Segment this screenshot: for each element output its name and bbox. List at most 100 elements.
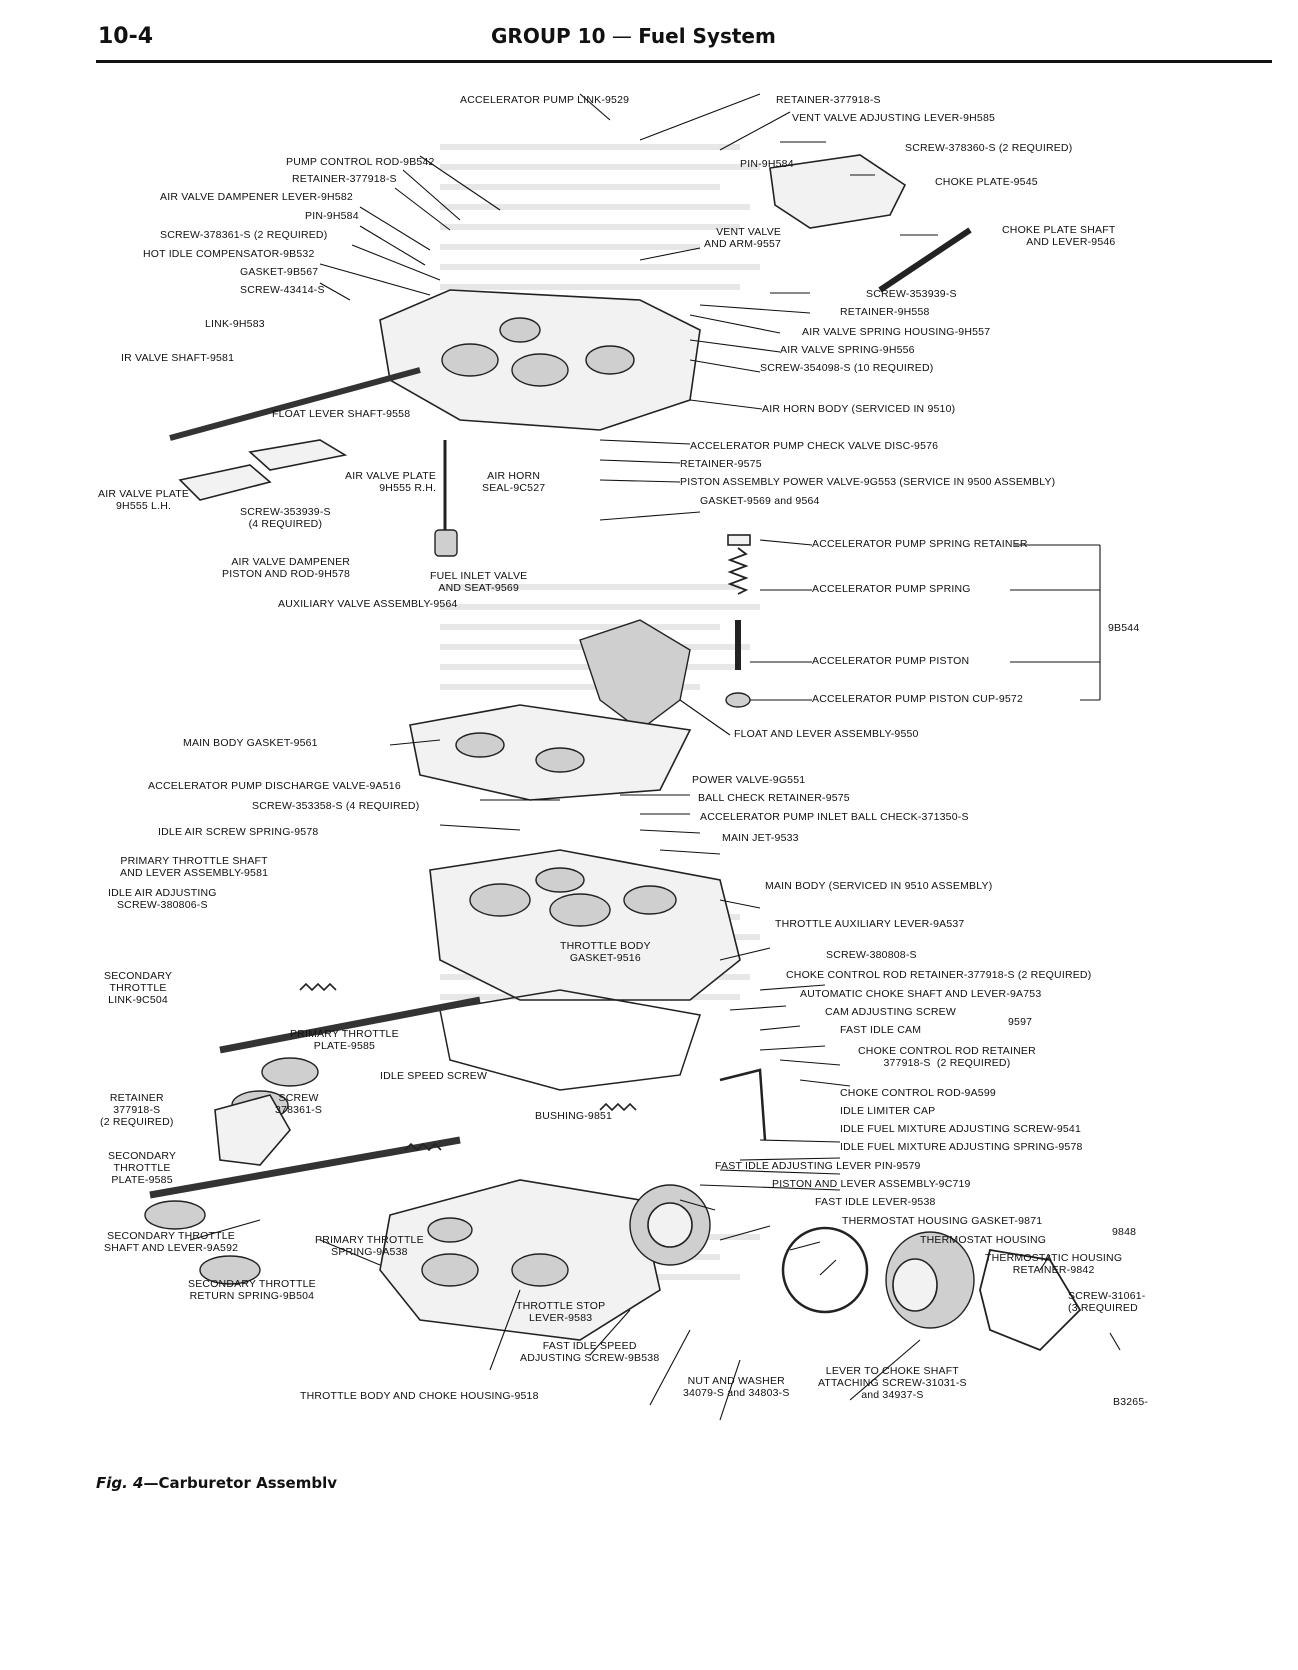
label-idle-fuel-mixture-screw: IDLE FUEL MIXTURE ADJUSTING SCREW-9541	[840, 1123, 1081, 1135]
accel-pump-spring-part	[727, 547, 749, 595]
label-accel-pump-discharge-valve: ACCELERATOR PUMP DISCHARGE VALVE-9A516	[148, 780, 401, 792]
thermostat-gasket-part	[781, 1226, 869, 1314]
label-secondary-throttle-plate: SECONDARY THROTTLE PLATE-9585	[108, 1150, 177, 1187]
label-fast-idle-adjusting-lever-pin: FAST IDLE ADJUSTING LEVER PIN-9579	[715, 1160, 921, 1172]
label-bushing: BUSHING-9851	[535, 1110, 613, 1122]
primary-throttle-plate-part	[261, 1057, 319, 1087]
label-throttle-body-choke-housing: THROTTLE BODY AND CHOKE HOUSING-9518	[300, 1390, 539, 1402]
label-pin-mid: PIN-9H584	[740, 158, 794, 170]
label-air-valve-dampener-piston: AIR VALVE DAMPENER PISTON AND ROD-9H578	[222, 556, 351, 581]
label-idle-air-screw-spring: IDLE AIR SCREW SPRING-9578	[158, 826, 319, 838]
label-air-horn-seal: AIR HORN SEAL-9C527	[482, 470, 546, 495]
label-lever-to-choke-shaft-screw: LEVER TO CHOKE SHAFT ATTACHING SCREW-310…	[818, 1365, 967, 1402]
throttle-body-part	[379, 1179, 661, 1341]
label-accel-pump-inlet-ball-check: ACCELERATOR PUMP INLET BALL CHECK-371350…	[700, 811, 969, 823]
label-piston-and-lever: PISTON AND LEVER ASSEMBLY-9C719	[772, 1178, 971, 1190]
group-label: GROUP 10	[491, 24, 606, 48]
label-choke-plate-shaft: CHOKE PLATE SHAFT AND LEVER-9546	[1002, 224, 1116, 249]
label-power-valve: POWER VALVE-9G551	[692, 774, 806, 786]
dampener-piston	[434, 529, 458, 557]
thermostat-housing-face	[892, 1258, 938, 1312]
label-retainer-bottom-left: RETAINER 377918-S (2 REQUIRED)	[100, 1092, 174, 1129]
label-pin-left: PIN-9H584	[305, 210, 359, 222]
carburetor-exploded-diagram: ACCELERATOR PUMP LINK-9529 RETAINER-3779…	[0, 70, 1298, 1470]
label-throttle-stop-lever: THROTTLE STOP LEVER-9583	[516, 1300, 606, 1325]
label-automatic-choke-shaft: AUTOMATIC CHOKE SHAFT AND LEVER-9A753	[800, 988, 1042, 1000]
label-link-9h583: LINK-9H583	[205, 318, 265, 330]
label-accel-pump-piston: ACCELERATOR PUMP PISTON	[812, 655, 970, 667]
label-main-body-gasket: MAIN BODY GASKET-9561	[183, 737, 318, 749]
label-air-valve-dampener-lever: AIR VALVE DAMPENER LEVER-9H582	[160, 191, 353, 203]
label-throttle-auxiliary-lever: THROTTLE AUXILIARY LEVER-9A537	[775, 918, 965, 930]
label-screw-353939-right: SCREW-353939-S	[866, 288, 957, 300]
label-ball-check-retainer: BALL CHECK RETAINER-9575	[698, 792, 850, 804]
label-accel-pump-spring-retainer: ACCELERATOR PUMP SPRING RETAINER	[812, 538, 1028, 550]
label-gasket-9569: GASKET-9569 and 9564	[700, 495, 820, 507]
label-cam-adjusting-screw: CAM ADJUSTING SCREW	[825, 1006, 956, 1018]
label-air-valve-plate-lh: AIR VALVE PLATE 9H555 L.H.	[98, 488, 190, 513]
thermostat-retainer-part	[979, 1248, 1082, 1352]
label-screw-43414: SCREW-43414-S	[240, 284, 325, 296]
idle-speed-spring	[404, 1142, 442, 1152]
label-screw-354098: SCREW-354098-S (10 REQUIRED)	[760, 362, 934, 374]
label-air-valve-spring: AIR VALVE SPRING-9H556	[780, 344, 915, 356]
label-choke-plate: CHOKE PLATE-9545	[935, 176, 1038, 188]
label-idle-limiter-cap: IDLE LIMITER CAP	[840, 1105, 936, 1117]
gasket-bore-2	[535, 747, 585, 773]
label-pump-control-rod: PUMP CONTROL ROD-9B542	[286, 156, 435, 168]
group-subject: Fuel System	[638, 24, 776, 48]
label-retainer-top: RETAINER-377918-S	[776, 94, 881, 106]
choke-plate	[769, 154, 907, 229]
gasket-bore-1	[455, 732, 505, 758]
label-accel-pump-piston-cup: ACCELERATOR PUMP PISTON CUP-9572	[812, 693, 1024, 705]
label-fast-idle-lever: FAST IDLE LEVER-9538	[815, 1196, 936, 1208]
label-air-valve-plate-rh: AIR VALVE PLATE 9H555 R.H.	[345, 470, 437, 495]
secondary-throttle-plate-part	[144, 1200, 206, 1230]
label-screw-378360: SCREW-378360-S (2 REQUIRED)	[905, 142, 1073, 154]
secondary-throttle-plate-part-2	[199, 1255, 261, 1285]
figure-code: B3265-	[1113, 1396, 1149, 1408]
exploded-view-artwork	[144, 93, 1121, 1421]
leader-lines	[189, 93, 1121, 1421]
label-throttle-body-gasket: THROTTLE BODY GASKET-9516	[560, 940, 651, 965]
label-primary-throttle-spring: PRIMARY THROTTLE SPRING-9A538	[315, 1234, 424, 1259]
accel-pump-spring-retainer-part	[727, 534, 751, 546]
label-choke-control-rod: CHOKE CONTROL ROD-9A599	[840, 1087, 996, 1099]
label-accel-pump-check-valve-disc: ACCELERATOR PUMP CHECK VALVE DISC-9576	[690, 440, 939, 452]
label-screw-353358: SCREW-353358-S (4 REQUIRED)	[252, 800, 420, 812]
label-screw-378361-bottom: SCREW 378361-S	[275, 1092, 323, 1117]
choke-control-rod-part	[719, 1068, 767, 1141]
section-title: GROUP 10 — Fuel System	[491, 24, 776, 48]
label-fast-idle-cam: FAST IDLE CAM	[840, 1024, 922, 1036]
idle-air-spring	[299, 982, 337, 992]
label-hot-idle-compensator: HOT IDLE COMPENSATOR-9B532	[143, 248, 315, 260]
label-choke-control-rod-retainer-top: CHOKE CONTROL ROD RETAINER-377918-S (2 R…	[786, 969, 1092, 981]
figure-caption: Fig. 4—Carburetor Assemblv	[96, 1474, 337, 1492]
label-screw-31061: SCREW-31061- (3 REQUIRED	[1068, 1290, 1146, 1315]
label-vent-valve-adjusting-lever: VENT VALVE ADJUSTING LEVER-9H585	[792, 112, 996, 124]
label-idle-speed-screw: IDLE SPEED SCREW	[380, 1070, 488, 1082]
label-secondary-throttle-shaft: SECONDARY THROTTLE SHAFT AND LEVER-9A592	[104, 1230, 239, 1255]
choke-housing-cap	[647, 1202, 693, 1248]
choke-plate-shaft	[878, 227, 972, 293]
label-air-horn-body: AIR HORN BODY (SERVICED IN 9510)	[762, 403, 956, 415]
caption-prefix: Fig. 4	[96, 1474, 144, 1492]
air-horn-body	[379, 289, 701, 431]
label-thermostat-housing: THERMOSTAT HOUSING	[920, 1234, 1047, 1246]
label-screw-353939-left: SCREW-353939-S (4 REQUIRED)	[240, 506, 331, 531]
label-9b544: 9B544	[1108, 622, 1140, 634]
group-separator: —	[605, 24, 639, 48]
secondary-link-assembly	[214, 1094, 291, 1166]
caption-separator: —	[143, 1474, 159, 1492]
label-fast-idle-speed-screw: FAST IDLE SPEED ADJUSTING SCREW-9B538	[520, 1340, 660, 1365]
secondary-throttle-shaft-part	[149, 1136, 461, 1199]
label-retainer-9575-top: RETAINER-9575	[680, 458, 762, 470]
label-accelerator-pump-link: ACCELERATOR PUMP LINK-9529	[460, 94, 630, 106]
float-assembly	[579, 619, 691, 731]
label-auxiliary-valve-assembly: AUXILIARY VALVE ASSEMBLY-9564	[278, 598, 458, 610]
main-body-part	[429, 849, 741, 1001]
label-idle-air-adjusting-screw: IDLE AIR ADJUSTING SCREW-380806-S	[108, 887, 217, 912]
air-valve-shaft	[169, 367, 421, 441]
label-screw-378361-left: SCREW-378361-S (2 REQUIRED)	[160, 229, 328, 241]
label-9597: 9597	[1008, 1016, 1033, 1028]
